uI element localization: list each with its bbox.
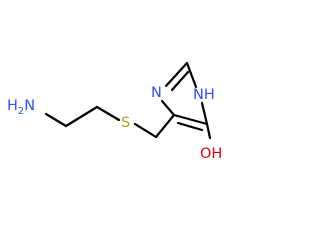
bond-n3-c2 xyxy=(164,61,189,88)
bond-c3-c4 xyxy=(154,113,176,139)
amine-subscript: 2 xyxy=(18,106,24,117)
ring-n1h-label: NH xyxy=(193,87,215,103)
sulfur-label: S xyxy=(121,115,130,131)
bond-c5-oh xyxy=(205,122,212,140)
bond-c2-s xyxy=(95,105,121,122)
bond-c2-n1 xyxy=(185,61,198,89)
bond-c4-c5 xyxy=(172,113,209,126)
bond-s-c3 xyxy=(133,122,158,139)
bond-n1-c5 xyxy=(200,101,209,126)
chemical-structure-diagram: H2N S N NH OH xyxy=(7,61,222,162)
bond-n3-c2-double xyxy=(170,70,190,92)
bond-c4-n3 xyxy=(160,99,176,117)
amine-n: N xyxy=(24,98,35,114)
structure-canvas: H2N S N NH OH xyxy=(7,61,223,162)
ring-n3-label: N xyxy=(151,85,162,101)
bond-c4-c5-double xyxy=(176,121,204,132)
hydroxyl-label: OH xyxy=(200,146,222,162)
amine-h: H xyxy=(7,98,18,114)
bond-c1-c2 xyxy=(64,105,99,128)
bond-lines xyxy=(44,61,212,140)
bond-n-c1 xyxy=(44,112,68,128)
amine-label: H2N xyxy=(7,98,35,117)
